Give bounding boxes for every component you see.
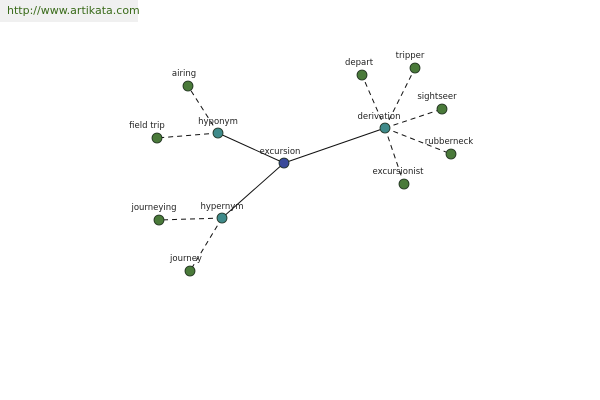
root-label-excursion: excursion [260, 147, 301, 157]
edge-derivation-depart [361, 74, 386, 129]
relation-label-derivation: derivation [357, 112, 400, 122]
word-label-tripper: tripper [396, 51, 425, 61]
word-node-tripper[interactable] [409, 62, 421, 74]
edge-derivation-excursionist [384, 127, 405, 185]
word-label-airing: airing [172, 69, 196, 79]
relation-node-hyponym[interactable] [212, 127, 224, 139]
word-node-depart[interactable] [356, 69, 368, 81]
root-node-excursion[interactable] [278, 157, 290, 169]
word-node-journey[interactable] [184, 265, 196, 277]
relation-node-derivation[interactable] [379, 122, 391, 134]
word-node-sightseer[interactable] [436, 103, 448, 115]
word-label-field-trip: field trip [129, 121, 165, 131]
word-node-excursionist[interactable] [398, 178, 410, 190]
word-label-sightseer: sightseer [417, 92, 457, 102]
edge-excursion-hyponym [217, 132, 285, 164]
graph-edges [156, 67, 452, 272]
edge-hypernym-journey [189, 217, 223, 272]
edge-hypernym-journeying [158, 217, 223, 221]
relation-node-hypernym[interactable] [216, 212, 228, 224]
site-url-link[interactable]: http://www.artikata.com [7, 4, 140, 17]
word-node-airing[interactable] [182, 80, 194, 92]
word-label-journeying: journeying [130, 203, 176, 213]
word-label-journey: journey [169, 254, 202, 264]
relation-label-hyponym: hyponym [198, 117, 238, 127]
graph-labels: excursion hyponym airing field trip hypernym… [129, 51, 473, 264]
word-label-rubberneck: rubberneck [425, 137, 474, 147]
edge-excursion-hypernym [221, 162, 285, 219]
word-node-field-trip[interactable] [151, 132, 163, 144]
edge-excursion-derivation [283, 127, 386, 164]
graph-nodes [151, 62, 457, 277]
word-label-excursionist: excursionist [372, 167, 424, 177]
edge-derivation-sightseer [384, 108, 443, 129]
word-label-depart: depart [345, 58, 374, 68]
site-banner: http://www.artikata.com [0, 0, 140, 22]
edge-derivation-tripper [384, 67, 416, 129]
word-node-journeying[interactable] [153, 214, 165, 226]
edge-hyponym-field-trip [156, 132, 219, 139]
edge-hyponym-airing [187, 85, 219, 134]
edge-derivation-rubberneck [384, 127, 452, 155]
relation-label-hypernym: hypernym [200, 202, 243, 212]
word-node-rubberneck[interactable] [445, 148, 457, 160]
